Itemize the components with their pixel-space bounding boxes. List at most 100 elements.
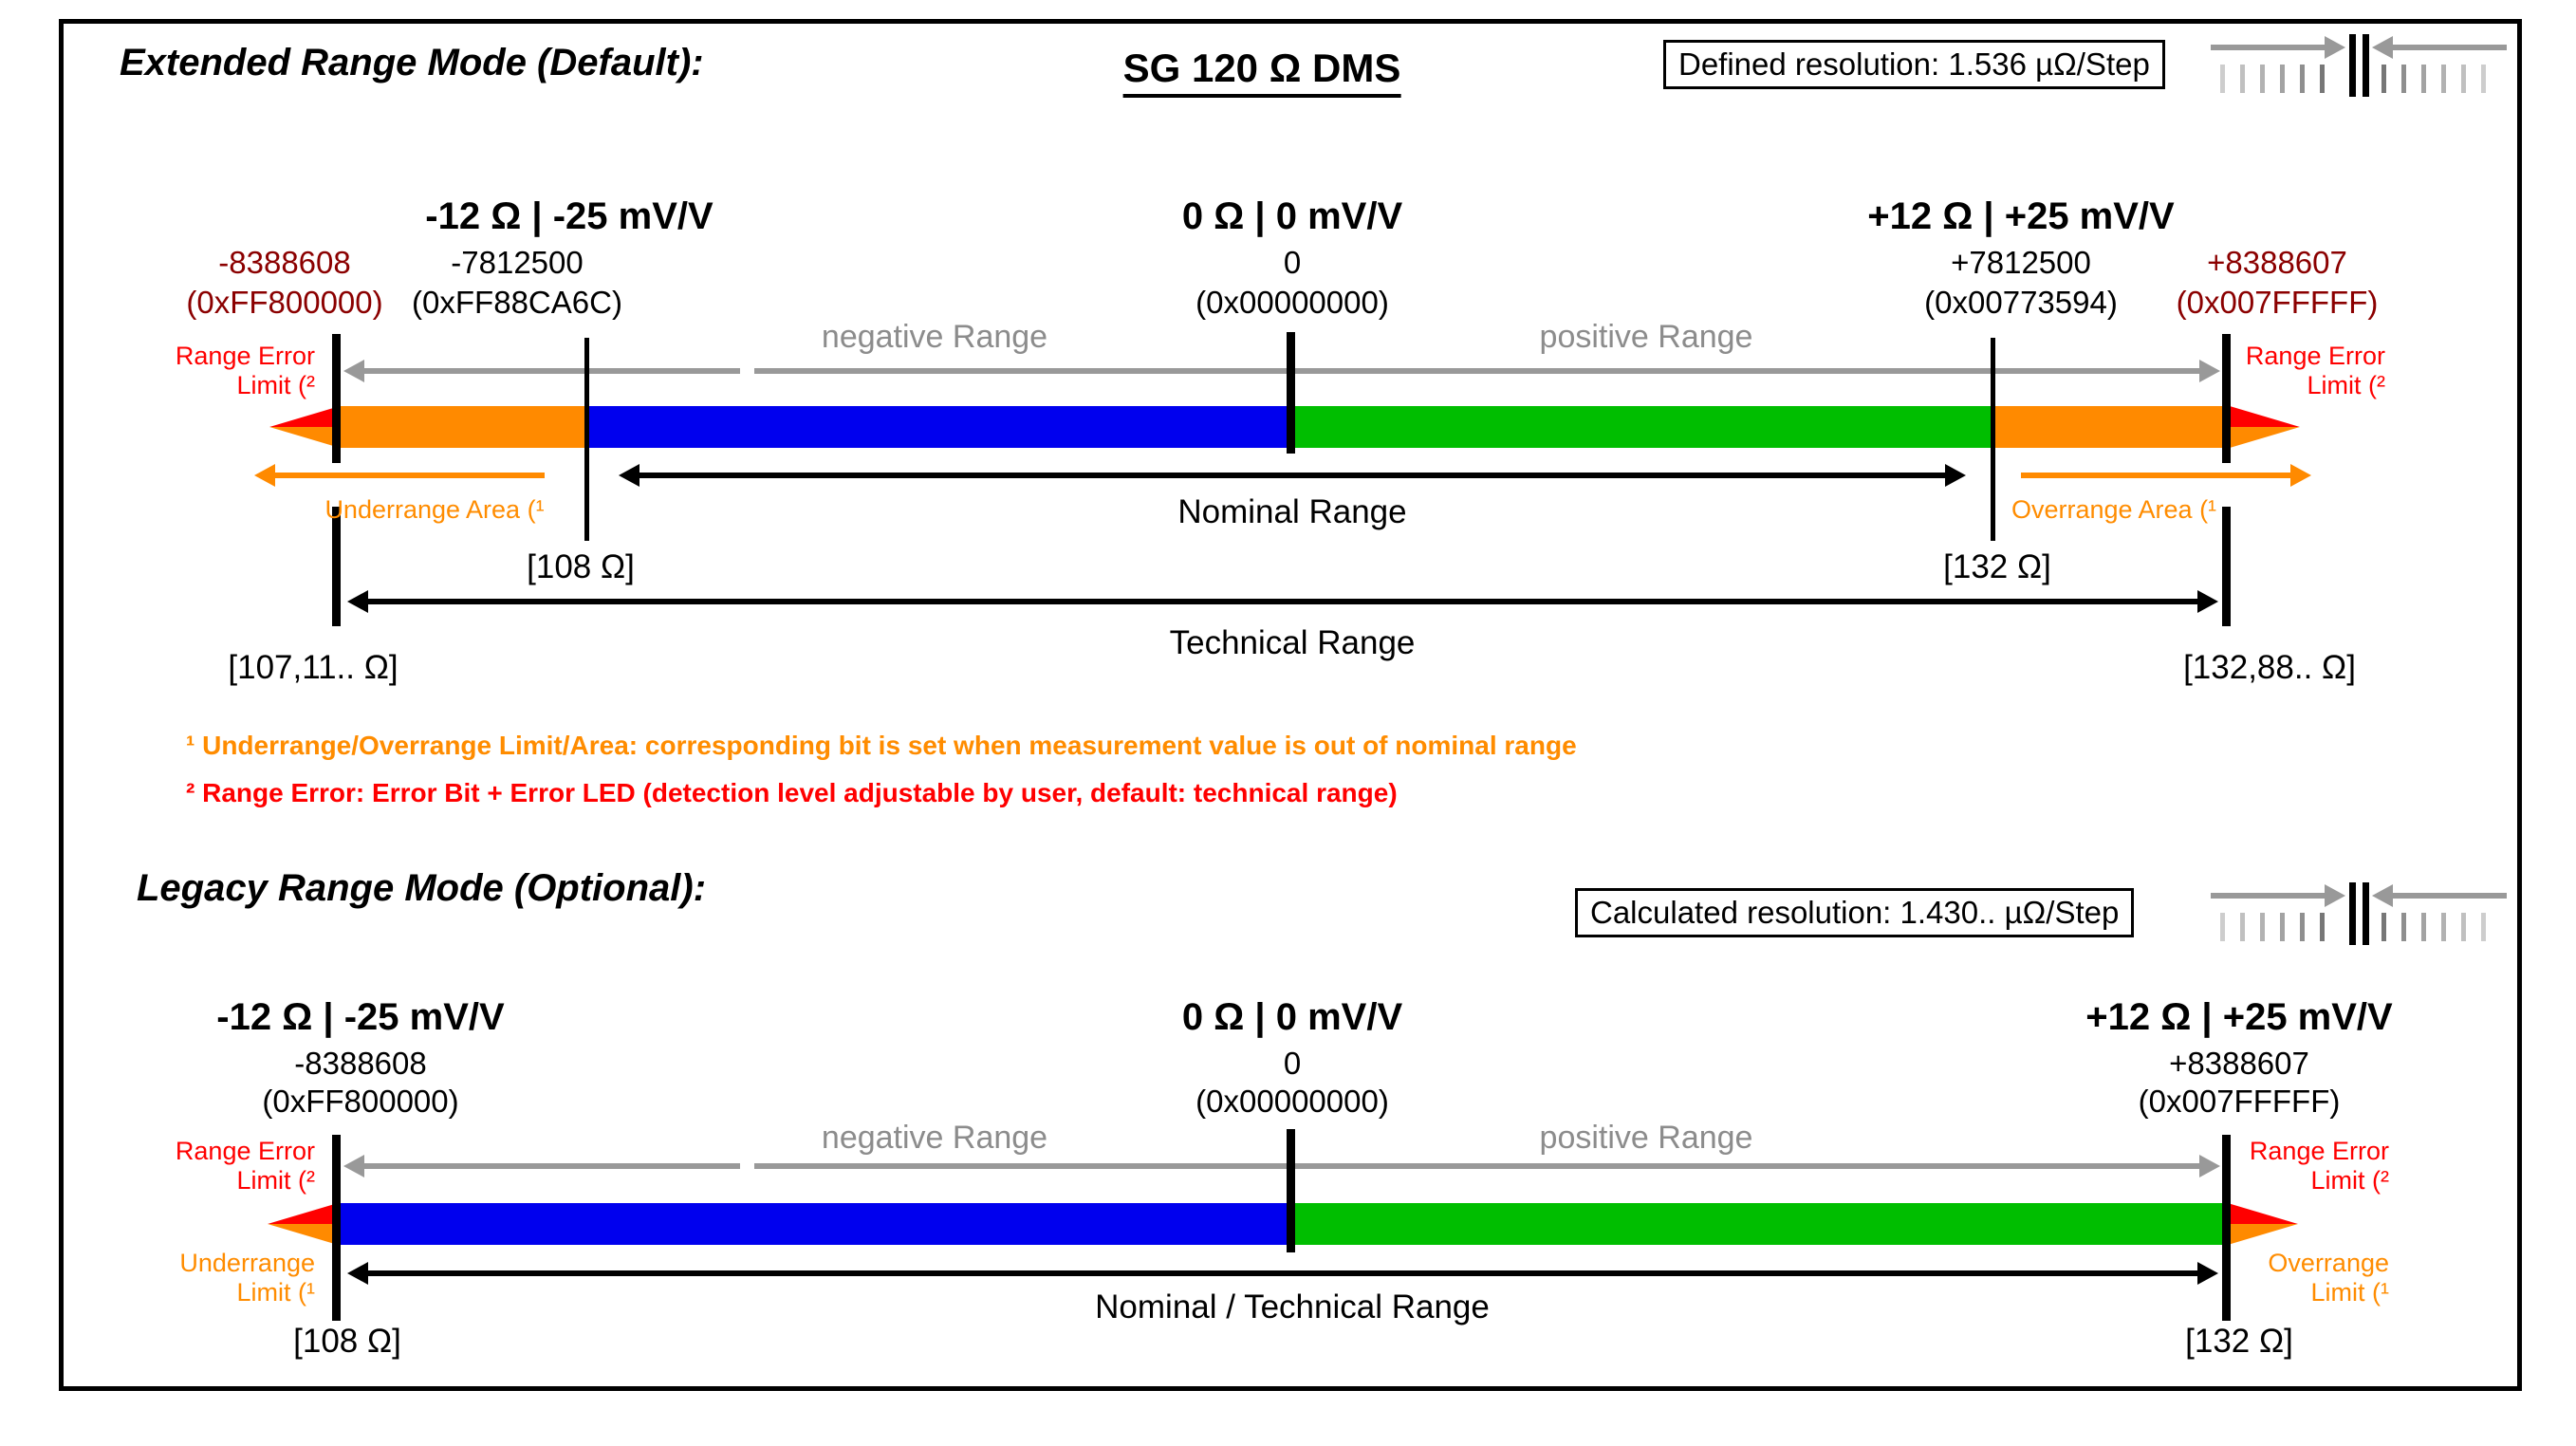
- ext-right-range-error-tip: [2230, 406, 2300, 448]
- icon-arrow-shaft: [2211, 45, 2326, 50]
- ext-tick-range-error-left-upper: [332, 334, 341, 463]
- leg-range-error-right: Range Error Limit (²: [2245, 1137, 2389, 1196]
- resolution-step-icon: [2211, 882, 2507, 949]
- leg-bar-positive-segment: [1292, 1203, 2228, 1245]
- leg-hex-zero: (0x00000000): [1195, 1084, 1389, 1119]
- icon-arrow-shaft: [2211, 893, 2326, 899]
- leg-tick-right: [2222, 1135, 2231, 1321]
- icon-converge-left-arrow: [2211, 884, 2345, 907]
- leg-positive-range-arrow: [754, 1155, 2220, 1177]
- ext-nominal-range-label: Nominal Range: [1177, 493, 1407, 530]
- ext-hex-neg-nominal: (0xFF88CA6C): [412, 285, 622, 320]
- ext-bar-overrange-segment: [1992, 406, 2230, 448]
- ext-underrange-arrow: [254, 464, 545, 487]
- ext-tick-zero: [1287, 332, 1295, 454]
- ext-technical-low-label: [107,11.. Ω]: [228, 649, 398, 686]
- ext-technical-range-arrow: [347, 590, 2218, 613]
- ext-hex-pos-limit: (0x007FFFFF): [2176, 285, 2379, 320]
- ext-value-pos-nominal: +7812500: [1951, 245, 2091, 280]
- overrange-line1: Overrange: [2268, 1249, 2389, 1277]
- ext-bar-negative-segment: [586, 406, 1292, 448]
- icon-converge-right-arrow: [2372, 884, 2507, 907]
- range-error-line1: Range Error: [175, 342, 315, 370]
- icon-right-tickmarks: [2381, 913, 2486, 941]
- icon-right-step-bar: [2363, 882, 2369, 945]
- footnote-underrange-overrange: ¹ Underrange/Overrange Limit/Area: corre…: [186, 731, 1577, 760]
- ext-tick-technical-left: [332, 507, 341, 626]
- icon-left-step-bar: [2349, 882, 2356, 945]
- leg-nominal-low-label: [108 Ω]: [293, 1323, 401, 1360]
- leg-label-pos: +12 Ω | +25 mV/V: [2085, 996, 2393, 1038]
- arrow-shaft: [362, 1163, 740, 1169]
- ext-positive-range-label: positive Range: [1539, 319, 1753, 355]
- overrange-line2: Limit (¹: [2310, 1278, 2390, 1307]
- extended-resolution-box: Defined resolution: 1.536 µΩ/Step: [1663, 40, 2165, 89]
- icon-arrowhead-left: [2372, 36, 2393, 59]
- leg-label-neg: -12 Ω | -25 mV/V: [216, 996, 505, 1038]
- icon-arrowhead-right: [2325, 36, 2345, 59]
- ext-negative-range-label: negative Range: [821, 319, 1048, 355]
- ext-negative-range-arrow: [343, 360, 740, 382]
- arrowhead-right: [2197, 590, 2218, 613]
- arrow-shaft: [366, 599, 2199, 604]
- icon-arrowhead-left: [2372, 884, 2393, 907]
- arrowhead-left: [343, 360, 364, 382]
- arrow-shaft: [362, 368, 740, 374]
- range-error-line2: Limit (²: [2307, 371, 2386, 399]
- ext-bar-underrange-segment: [340, 406, 586, 448]
- leg-tick-left: [332, 1135, 341, 1321]
- range-error-line2: Limit (²: [2310, 1166, 2390, 1195]
- icon-converge-right-arrow: [2372, 36, 2507, 59]
- ext-underrange-area-label: Underrange Area (¹: [324, 495, 545, 524]
- arrow-shaft: [754, 1163, 2201, 1169]
- ext-label-pos-nominal: +12 Ω | +25 mV/V: [1867, 195, 2175, 237]
- ext-tick-range-error-right-upper: [2222, 334, 2231, 463]
- arrowhead-left: [619, 464, 639, 487]
- ext-range-error-left: Range Error Limit (²: [142, 342, 315, 400]
- ext-tick-neg-nominal: [584, 338, 589, 541]
- icon-converge-left-arrow: [2211, 36, 2345, 59]
- leg-hex-pos: (0x007FFFFF): [2138, 1084, 2341, 1119]
- arrowhead-left: [254, 464, 275, 487]
- leg-hex-neg: (0xFF800000): [262, 1084, 459, 1119]
- underrange-line2: Limit (¹: [236, 1278, 316, 1307]
- leg-negative-range-arrow: [343, 1155, 740, 1177]
- arrowhead-left: [347, 1262, 368, 1285]
- range-error-line1: Range Error: [2245, 342, 2385, 370]
- icon-left-tickmarks: [2220, 913, 2325, 941]
- arrowhead-right: [2199, 360, 2220, 382]
- arrow-shaft: [2021, 473, 2292, 478]
- ext-overrange-arrow: [2021, 464, 2311, 487]
- icon-arrow-shaft: [2391, 893, 2507, 899]
- leg-overrange-limit: Overrange Limit (¹: [2245, 1249, 2389, 1307]
- ext-value-neg-nominal: -7812500: [451, 245, 584, 280]
- arrowhead-right: [2197, 1262, 2218, 1285]
- ext-value-neg-limit: -8388608: [218, 245, 351, 280]
- arrow-shaft: [366, 1270, 2199, 1276]
- arrowhead-right: [2199, 1155, 2220, 1177]
- outer-border: [59, 19, 2522, 1391]
- ext-positive-range-arrow: [754, 360, 2220, 382]
- range-error-line1: Range Error: [2249, 1137, 2389, 1165]
- leg-range-error-left: Range Error Limit (²: [142, 1137, 315, 1196]
- ext-tick-pos-nominal: [1991, 338, 1995, 541]
- arrow-shaft: [273, 473, 545, 478]
- ext-nominal-range-arrow: [619, 464, 1966, 487]
- ext-nominal-low-label: [108 Ω]: [527, 548, 635, 585]
- ext-left-range-error-tip: [269, 406, 340, 448]
- ext-bar-positive-segment: [1292, 406, 1992, 448]
- icon-arrow-shaft: [2391, 45, 2507, 50]
- arrow-shaft: [754, 368, 2201, 374]
- range-error-line2: Limit (²: [236, 371, 316, 399]
- ext-nominal-high-label: [132 Ω]: [1943, 548, 2051, 585]
- leg-nominal-high-label: [132 Ω]: [2185, 1323, 2293, 1360]
- leg-bar-negative-segment: [338, 1203, 1292, 1245]
- leg-underrange-limit: Underrange Limit (¹: [142, 1249, 315, 1307]
- arrowhead-left: [347, 590, 368, 613]
- ext-label-zero: 0 Ω | 0 mV/V: [1181, 195, 1403, 237]
- ext-technical-range-label: Technical Range: [1169, 624, 1416, 661]
- leg-right-range-error-tip: [2228, 1203, 2298, 1245]
- legacy-section-title: Legacy Range Mode (Optional):: [137, 867, 707, 909]
- extended-section-title: Extended Range Mode (Default):: [120, 42, 704, 83]
- range-error-line1: Range Error: [175, 1137, 315, 1165]
